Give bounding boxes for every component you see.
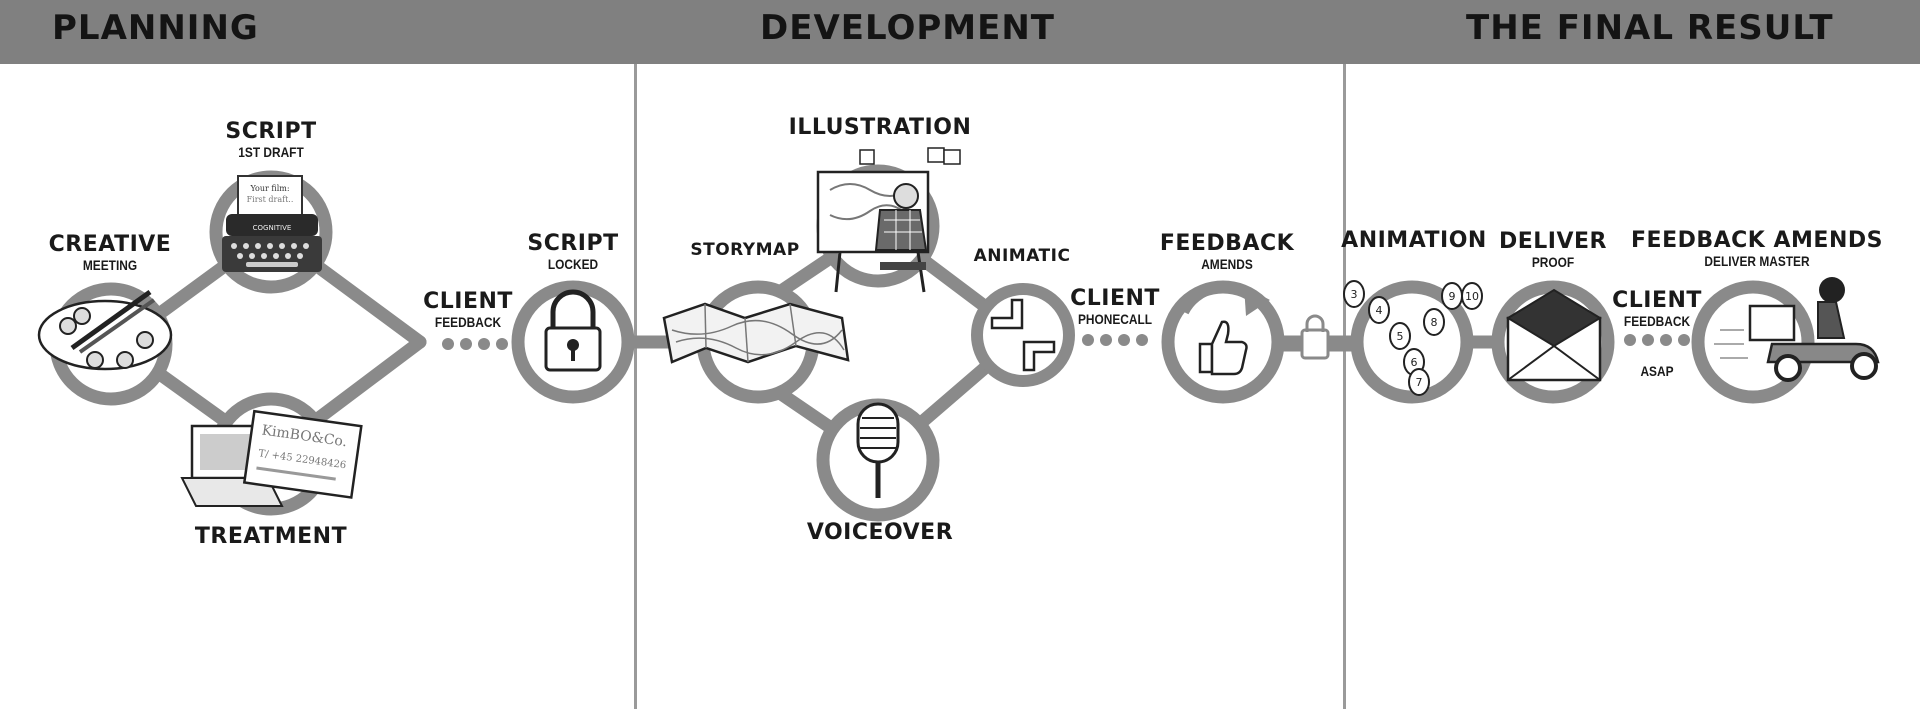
client-feedback-label: CLIENT FEEDBACK xyxy=(423,289,513,330)
padlock-icon xyxy=(550,289,596,330)
creative-meeting-node xyxy=(37,282,173,406)
animation-frame-number: 8 xyxy=(1431,316,1438,329)
client-feedback-asap-label: CLIENT FEEDBACK xyxy=(1612,288,1702,329)
animation-node: 3 4 56 7 89 10 xyxy=(1343,280,1483,404)
animation-label: ANIMATION xyxy=(1341,228,1487,253)
animation-frame xyxy=(1423,308,1445,336)
animatic-label: ANIMATIC xyxy=(973,246,1071,266)
folded-map-icon xyxy=(662,302,850,364)
animatic-node xyxy=(971,283,1075,387)
creative-meeting-label: CREATIVE MEETING xyxy=(48,232,172,273)
planning-phase-title: PLANNING xyxy=(52,8,259,48)
treatment-label: TREATMENT xyxy=(194,524,348,549)
svg-text:COGNITIVE: COGNITIVE xyxy=(253,224,292,232)
phase-header-bar xyxy=(0,0,1920,64)
storymap-node xyxy=(662,280,850,404)
final-result-phase-title: THE FINAL RESULT xyxy=(1466,8,1834,48)
animation-frame-number: 6 xyxy=(1411,356,1418,369)
artist-icon xyxy=(893,183,919,209)
animation-frame-number: 7 xyxy=(1416,376,1423,389)
framing-hands-icon xyxy=(990,298,1024,330)
client-feedback-dots-2 xyxy=(1624,334,1690,346)
illustration-node xyxy=(816,147,961,293)
animation-frame xyxy=(1343,280,1365,308)
deliver-proof-node xyxy=(1491,280,1615,404)
script-draft-node: Your film: First draft.. COGNITIVE xyxy=(209,170,333,294)
asap-note: ASAP xyxy=(1640,363,1674,379)
animation-frame-number: 4 xyxy=(1376,304,1383,317)
voiceover-node xyxy=(816,398,940,522)
development-phase-title: DEVELOPMENT xyxy=(760,8,1055,48)
client-phonecall-label: CLIENT PHONECALL xyxy=(1070,286,1160,327)
courier-helmet-icon xyxy=(1819,277,1845,303)
delivery-box-icon xyxy=(1748,304,1796,342)
planning-development-divider xyxy=(634,64,637,709)
animation-frame-number: 5 xyxy=(1397,330,1404,343)
script-draft-label: SCRIPT 1ST DRAFT xyxy=(225,119,317,160)
deliver-master-node xyxy=(1691,277,1880,404)
animation-frame-number: 10 xyxy=(1465,290,1479,303)
thumbs-up-icon xyxy=(1198,342,1214,374)
storymap-label: STORYMAP xyxy=(690,240,800,260)
development-final-divider xyxy=(1343,64,1346,709)
animation-frame-number: 9 xyxy=(1449,290,1456,303)
business-card-icon xyxy=(242,409,363,499)
feedback-amends-node xyxy=(1161,280,1285,404)
illustration-label: ILLUSTRATION xyxy=(788,115,972,140)
script-locked-label: SCRIPT LOCKED xyxy=(527,231,619,272)
typewriter-icon xyxy=(226,214,318,236)
treatment-node: KimBO&Co. T/ +45 22948426 xyxy=(180,392,363,516)
client-phonecall-dots xyxy=(1082,334,1148,346)
microphone-icon xyxy=(856,402,900,464)
svg-text:First draft..: First draft.. xyxy=(247,195,294,204)
feedback-amends-label: FEEDBACK AMENDS xyxy=(1159,231,1295,272)
animation-frame xyxy=(1461,282,1483,310)
animation-frames-icon: 3 4 56 7 89 10 xyxy=(1343,280,1483,396)
animation-frame xyxy=(1368,296,1390,324)
svg-text:Your film:: Your film: xyxy=(249,184,289,193)
voiceover-label: VOICEOVER xyxy=(806,520,954,545)
deliver-proof-label: DELIVER PROOF xyxy=(1499,229,1607,270)
animation-frame xyxy=(1389,322,1411,350)
client-feedback-dots-1 xyxy=(442,338,508,350)
animation-frame-number: 3 xyxy=(1351,288,1358,301)
script-locked-node xyxy=(511,280,635,404)
animation-frame xyxy=(1408,368,1430,396)
feedback-amends-final-label: FEEDBACK AMENDS DELIVER MASTER xyxy=(1631,228,1883,269)
